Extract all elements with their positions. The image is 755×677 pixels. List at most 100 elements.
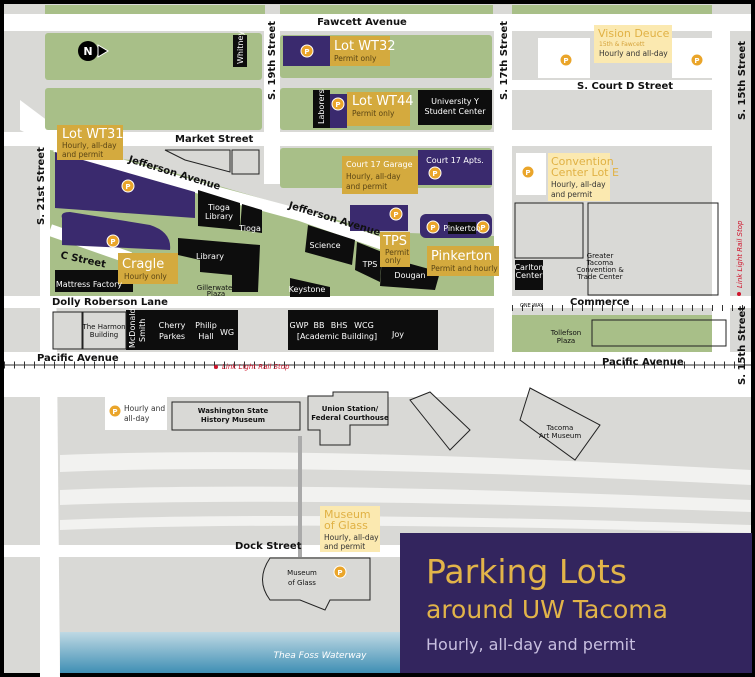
svg-text:Federal Courthouse: Federal Courthouse <box>311 414 389 422</box>
svg-text:University Y: University Y <box>431 97 479 106</box>
svg-text:P: P <box>110 238 115 246</box>
svg-text:S. 21st Street: S. 21st Street <box>36 147 47 225</box>
svg-text:P: P <box>694 57 699 65</box>
svg-text:TPS: TPS <box>362 260 378 269</box>
waterway-label: Thea Foss Waterway <box>274 651 368 661</box>
svg-text:P: P <box>480 224 485 232</box>
svg-text:Center: Center <box>516 271 544 280</box>
svg-text:Hourly, all-day: Hourly, all-day <box>324 533 379 542</box>
svg-text:Tacoma: Tacoma <box>546 424 574 432</box>
svg-text:History Museum: History Museum <box>201 416 265 424</box>
svg-text:Trade Center: Trade Center <box>577 273 623 281</box>
svg-text:Tioga: Tioga <box>238 224 261 233</box>
svg-text:Union Station/: Union Station/ <box>322 405 379 413</box>
svg-text:15th & Fawcett: 15th & Fawcett <box>599 41 645 48</box>
svg-text:all-day: all-day <box>124 414 150 423</box>
svg-text:Gillerwater: Gillerwater <box>197 284 236 292</box>
rail-stop-label: Link Light Rail Stop <box>736 220 744 288</box>
svg-text:P: P <box>432 170 437 178</box>
svg-text:Center Lot E: Center Lot E <box>551 166 619 179</box>
rail-stop-label: Link Light Rail Stop <box>222 363 290 371</box>
svg-text:Cragle: Cragle <box>122 257 164 272</box>
svg-text:Hourly only: Hourly only <box>124 272 167 281</box>
svg-text:[Academic Building]: [Academic Building] <box>297 332 377 341</box>
svg-text:Plaza: Plaza <box>557 337 575 345</box>
svg-text:Court 17 Apts.: Court 17 Apts. <box>426 156 484 165</box>
svg-text:McDonald: McDonald <box>128 308 137 348</box>
svg-text:S. 15th Street: S. 15th Street <box>737 41 748 120</box>
svg-text:ONE WAY: ONE WAY <box>520 303 544 309</box>
svg-text:Library: Library <box>196 252 224 261</box>
svg-text:P: P <box>430 224 435 232</box>
svg-text:Permit: Permit <box>385 248 409 257</box>
svg-text:Pinkerton: Pinkerton <box>443 224 481 233</box>
svg-text:and permit: and permit <box>551 190 592 199</box>
svg-text:Plaza: Plaza <box>207 290 225 298</box>
svg-text:P: P <box>337 569 342 577</box>
svg-text:Dougan: Dougan <box>394 271 425 280</box>
svg-text:Lot WT31: Lot WT31 <box>62 127 124 142</box>
lot-label-boxes <box>57 36 499 284</box>
svg-text:P: P <box>335 101 340 109</box>
svg-text:Whitney: Whitney <box>236 31 245 64</box>
outlined-buildings <box>52 202 727 611</box>
svg-text:S. 19th Street: S. 19th Street <box>267 21 278 100</box>
svg-text:Mattress Factory: Mattress Factory <box>56 280 122 289</box>
svg-text:Cherry: Cherry <box>159 321 186 330</box>
svg-text:and permit: and permit <box>62 150 103 159</box>
subtitle: around UW Tacoma <box>426 595 668 624</box>
svg-text:Joy: Joy <box>391 330 404 339</box>
svg-text:Museum: Museum <box>287 569 317 577</box>
svg-text:Laborers: Laborers <box>317 89 326 124</box>
rail-line <box>4 305 751 369</box>
waterway <box>60 632 400 673</box>
svg-text:Pinkerton: Pinkerton <box>431 249 492 264</box>
tagline: Hourly, all-day and permit <box>426 635 635 654</box>
parking-icons <box>106 44 704 579</box>
svg-text:Student Center: Student Center <box>425 107 487 116</box>
north-compass-icon: N <box>78 41 109 61</box>
svg-text:P: P <box>563 57 568 65</box>
svg-text:Commerce: Commerce <box>570 297 630 308</box>
svg-text:P: P <box>393 211 398 219</box>
rail-stop-icon <box>737 292 741 296</box>
svg-text:Hourly and: Hourly and <box>124 404 165 413</box>
title: Parking Lots <box>426 552 627 591</box>
jefferson-avenue-road <box>53 140 402 256</box>
svg-text:Museum: Museum <box>324 508 371 521</box>
svg-text:Convention &: Convention & <box>576 266 624 274</box>
svg-text:Permit only: Permit only <box>352 109 395 118</box>
svg-text:Hourly, all-day: Hourly, all-day <box>62 141 117 150</box>
svg-text:Lot WT32: Lot WT32 <box>334 39 396 54</box>
svg-text:S. Court D Street: S. Court D Street <box>577 81 673 92</box>
svg-text:BB: BB <box>314 321 325 330</box>
buildings <box>55 35 543 350</box>
svg-text:S. 17th Street: S. 17th Street <box>499 21 510 100</box>
svg-text:Tollefson: Tollefson <box>550 329 581 337</box>
svg-text:of Glass: of Glass <box>324 519 368 532</box>
svg-text:Greater: Greater <box>587 252 614 260</box>
svg-text:S. 15th Street: S. 15th Street <box>737 306 748 385</box>
svg-text:and permit: and permit <box>346 182 387 191</box>
svg-text:Market Street: Market Street <box>175 134 254 145</box>
svg-text:Science: Science <box>309 241 340 250</box>
svg-text:N: N <box>83 45 92 58</box>
svg-text:Vision Deuce: Vision Deuce <box>598 27 670 40</box>
svg-text:BHS: BHS <box>331 321 348 330</box>
svg-text:P: P <box>525 169 530 177</box>
svg-text:Philip: Philip <box>195 321 217 330</box>
svg-text:Keystone: Keystone <box>289 285 326 294</box>
svg-text:Dolly Roberson Lane: Dolly Roberson Lane <box>52 297 168 308</box>
svg-text:Hourly, all-day: Hourly, all-day <box>346 172 401 181</box>
svg-text:The Harmon: The Harmon <box>81 323 125 331</box>
rail-stop-icon <box>214 365 218 369</box>
svg-text:Library: Library <box>205 212 233 221</box>
svg-text:Pacific Avenue: Pacific Avenue <box>37 353 119 364</box>
market-lots <box>164 149 260 175</box>
svg-text:GWP: GWP <box>290 321 309 330</box>
svg-text:Washington State: Washington State <box>198 407 269 415</box>
svg-text:Tacoma: Tacoma <box>586 259 614 267</box>
svg-text:Fawcett Avenue: Fawcett Avenue <box>317 17 407 28</box>
svg-text:Permit only: Permit only <box>334 54 377 63</box>
